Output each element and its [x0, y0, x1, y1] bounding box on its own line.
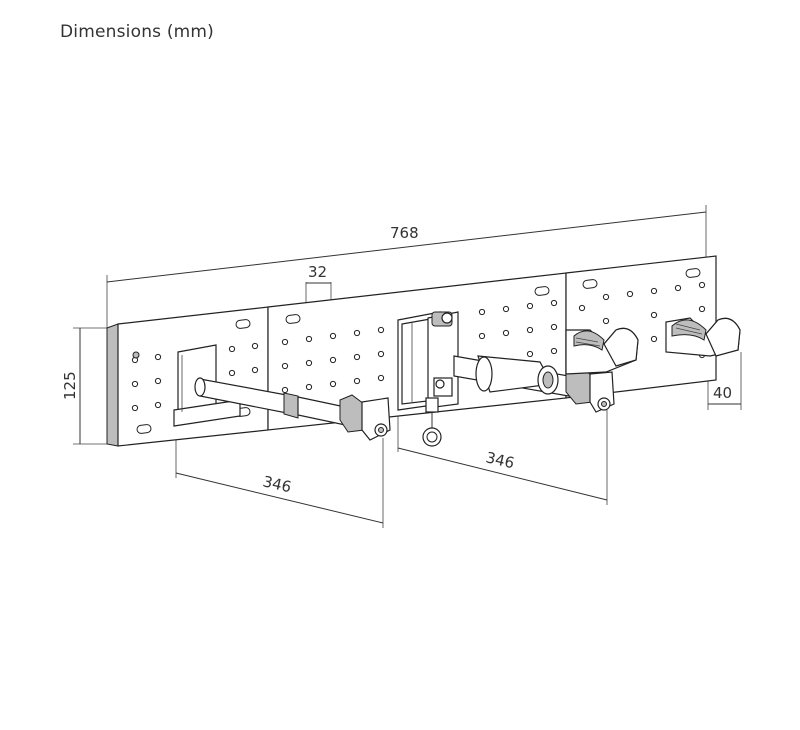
hook-middle [565, 327, 639, 375]
right-arm-assembly [453, 355, 615, 413]
dimension-height: 125 [61, 327, 108, 445]
hook-right [665, 317, 741, 357]
dim-label-125: 125 [61, 371, 79, 400]
page-title: Dimensions (mm) [60, 22, 215, 42]
dim-label-346-left: 346 [261, 472, 293, 496]
dim-label-768: 768 [390, 224, 419, 242]
dim-label-32: 32 [308, 263, 327, 281]
dimension-arm-left: 346 [175, 420, 384, 528]
center-pivot-assembly [397, 311, 459, 447]
hole-grid-middle [281, 299, 558, 394]
dimension-arm-right: 346 [397, 410, 608, 505]
dimension-overall-width: 768 [106, 205, 707, 328]
dim-label-346-right: 346 [484, 448, 516, 472]
left-arm-assembly [173, 344, 391, 441]
dim-label-40: 40 [713, 384, 732, 402]
